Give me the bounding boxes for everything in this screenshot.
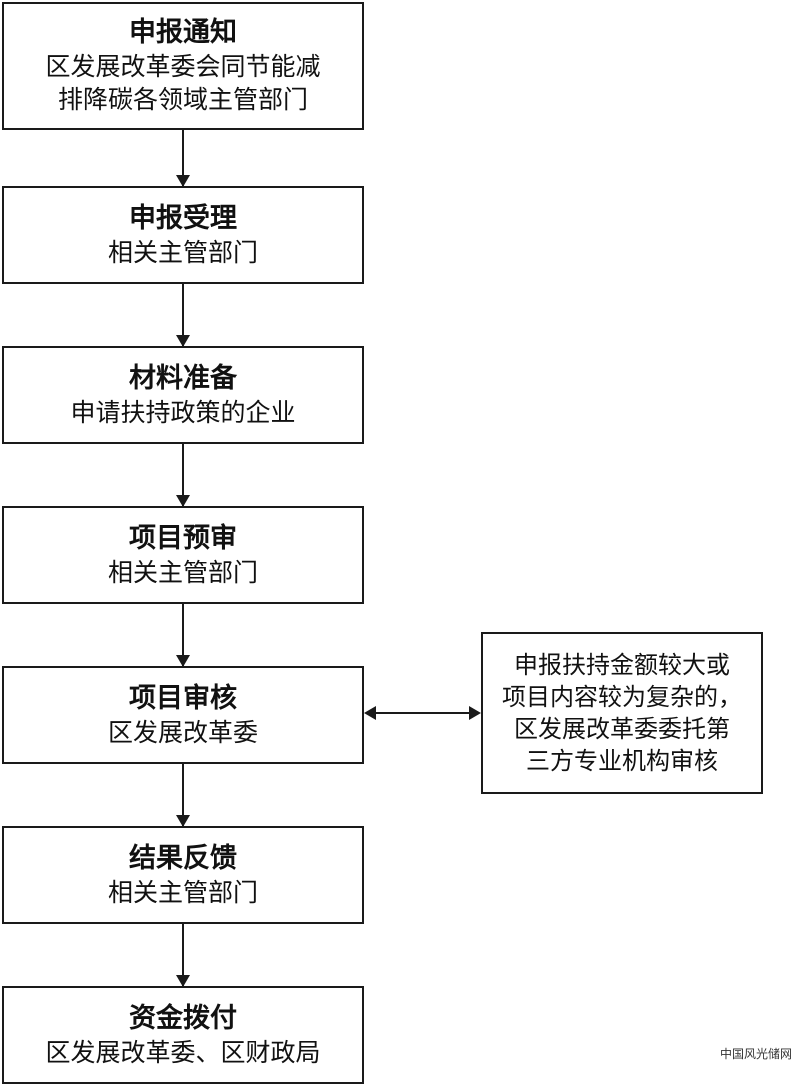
step-box-funding: 资金拨付 区发展改革委、区财政局 — [2, 986, 364, 1084]
step-text: 相关主管部门 — [107, 877, 258, 907]
watermark: 中国风光储网 — [719, 1047, 792, 1061]
step-text: 区发展改革委 — [107, 717, 258, 747]
step-title: 结果反馈 — [129, 842, 237, 874]
flow-arrow-down — [176, 130, 190, 187]
bidirectional-arrow — [364, 706, 481, 720]
step-box-notice: 申报通知 区发展改革委会同节能减 排降碳各领域主管部门 — [2, 2, 364, 130]
step-title: 申报受理 — [129, 202, 237, 234]
step-title: 申报通知 — [129, 17, 237, 48]
step-box-acceptance: 申报受理 相关主管部门 — [2, 186, 364, 284]
step-text: 排降碳各领域主管部门 — [57, 85, 308, 114]
flow-arrow-down — [176, 444, 190, 507]
flow-arrow-down — [176, 284, 190, 347]
step-title: 项目审核 — [129, 682, 237, 714]
step-title: 材料准备 — [129, 362, 237, 394]
step-box-materials: 材料准备 申请扶持政策的企业 — [2, 346, 364, 444]
step-title: 项目预审 — [129, 522, 237, 554]
step-box-feedback: 结果反馈 相关主管部门 — [2, 826, 364, 924]
step-text: 区发展改革委、区财政局 — [45, 1037, 321, 1067]
step-text: 相关主管部门 — [107, 237, 258, 267]
side-note-line: 三方专业机构审核 — [526, 747, 718, 775]
step-text: 相关主管部门 — [107, 557, 258, 587]
side-note-line: 区发展改革委委托第 — [514, 715, 730, 743]
step-box-review: 项目审核 区发展改革委 — [2, 666, 364, 764]
flow-arrow-down — [176, 764, 190, 827]
step-box-prereview: 项目预审 相关主管部门 — [2, 506, 364, 604]
side-note-line: 申报扶持金额较大或 — [514, 651, 730, 679]
step-text: 申请扶持政策的企业 — [70, 397, 296, 427]
side-note-box: 申报扶持金额较大或 项目内容较为复杂的， 区发展改革委委托第 三方专业机构审核 — [481, 632, 763, 794]
arrow-head-right-icon — [469, 706, 481, 720]
step-text: 区发展改革委会同节能减 — [45, 52, 321, 81]
flow-arrow-down — [176, 924, 190, 987]
side-note-line: 项目内容较为复杂的， — [502, 683, 742, 711]
step-title: 资金拨付 — [129, 1002, 237, 1034]
flow-arrow-down — [176, 604, 190, 667]
arrow-head-left-icon — [364, 706, 376, 720]
